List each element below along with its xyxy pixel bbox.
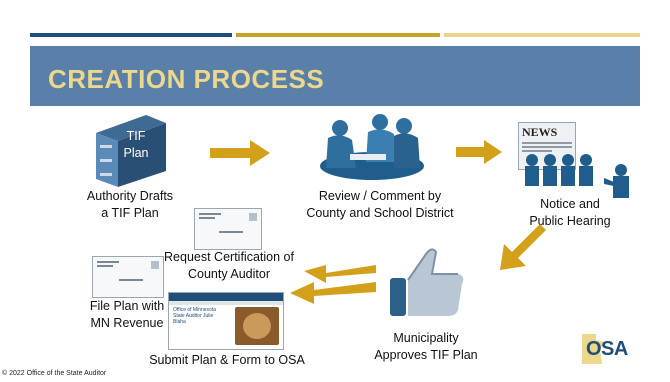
slide-title: CREATION PROCESS — [48, 64, 325, 94]
step-submit-label: Submit Plan & Form to OSA — [149, 353, 305, 367]
binder-label: TIF Plan — [123, 129, 149, 160]
top-bar-light — [444, 33, 640, 37]
arrow-down-left-icon — [500, 224, 546, 270]
thumbs-up-icon — [390, 248, 464, 316]
osa-logo-text: OSA — [586, 338, 628, 360]
arrow-right-icon — [456, 140, 502, 164]
osa-website-thumbnail: Office of Minnesota State Auditor Julie … — [168, 292, 284, 350]
step-approve-label: Municipality Approves TIF Plan — [374, 331, 478, 362]
step-notice-label: Notice and Public Hearing — [529, 197, 611, 228]
envelope-icon — [194, 208, 262, 250]
step-review-label: Review / Comment by County and School Di… — [306, 189, 454, 220]
step-file-label: File Plan with MN Revenue — [89, 299, 165, 330]
arrow-left-icon — [290, 282, 376, 304]
envelope-icon — [92, 256, 164, 298]
arrow-left-icon — [304, 265, 376, 283]
top-bar-navy — [30, 33, 232, 37]
minnesota-shape-icon — [582, 334, 604, 364]
step-authority-label: Authority Drafts a TIF Plan — [86, 189, 174, 220]
public-audience-icon — [525, 154, 629, 198]
osa-logo: OSA — [580, 332, 642, 368]
website-banner-text: Office of Minnesota State Auditor Julie … — [173, 307, 216, 325]
arrow-right-icon — [210, 140, 270, 166]
copyright-text: © 2022 Office of the State Auditor — [2, 370, 107, 377]
step-request-label: Request Certification of County Auditor — [164, 250, 294, 281]
newspaper-headline: NEWS — [522, 125, 558, 139]
title-header — [30, 46, 640, 106]
meeting-people-icon — [320, 114, 424, 180]
binder-icon — [96, 115, 166, 187]
top-bar-gold — [236, 33, 440, 37]
